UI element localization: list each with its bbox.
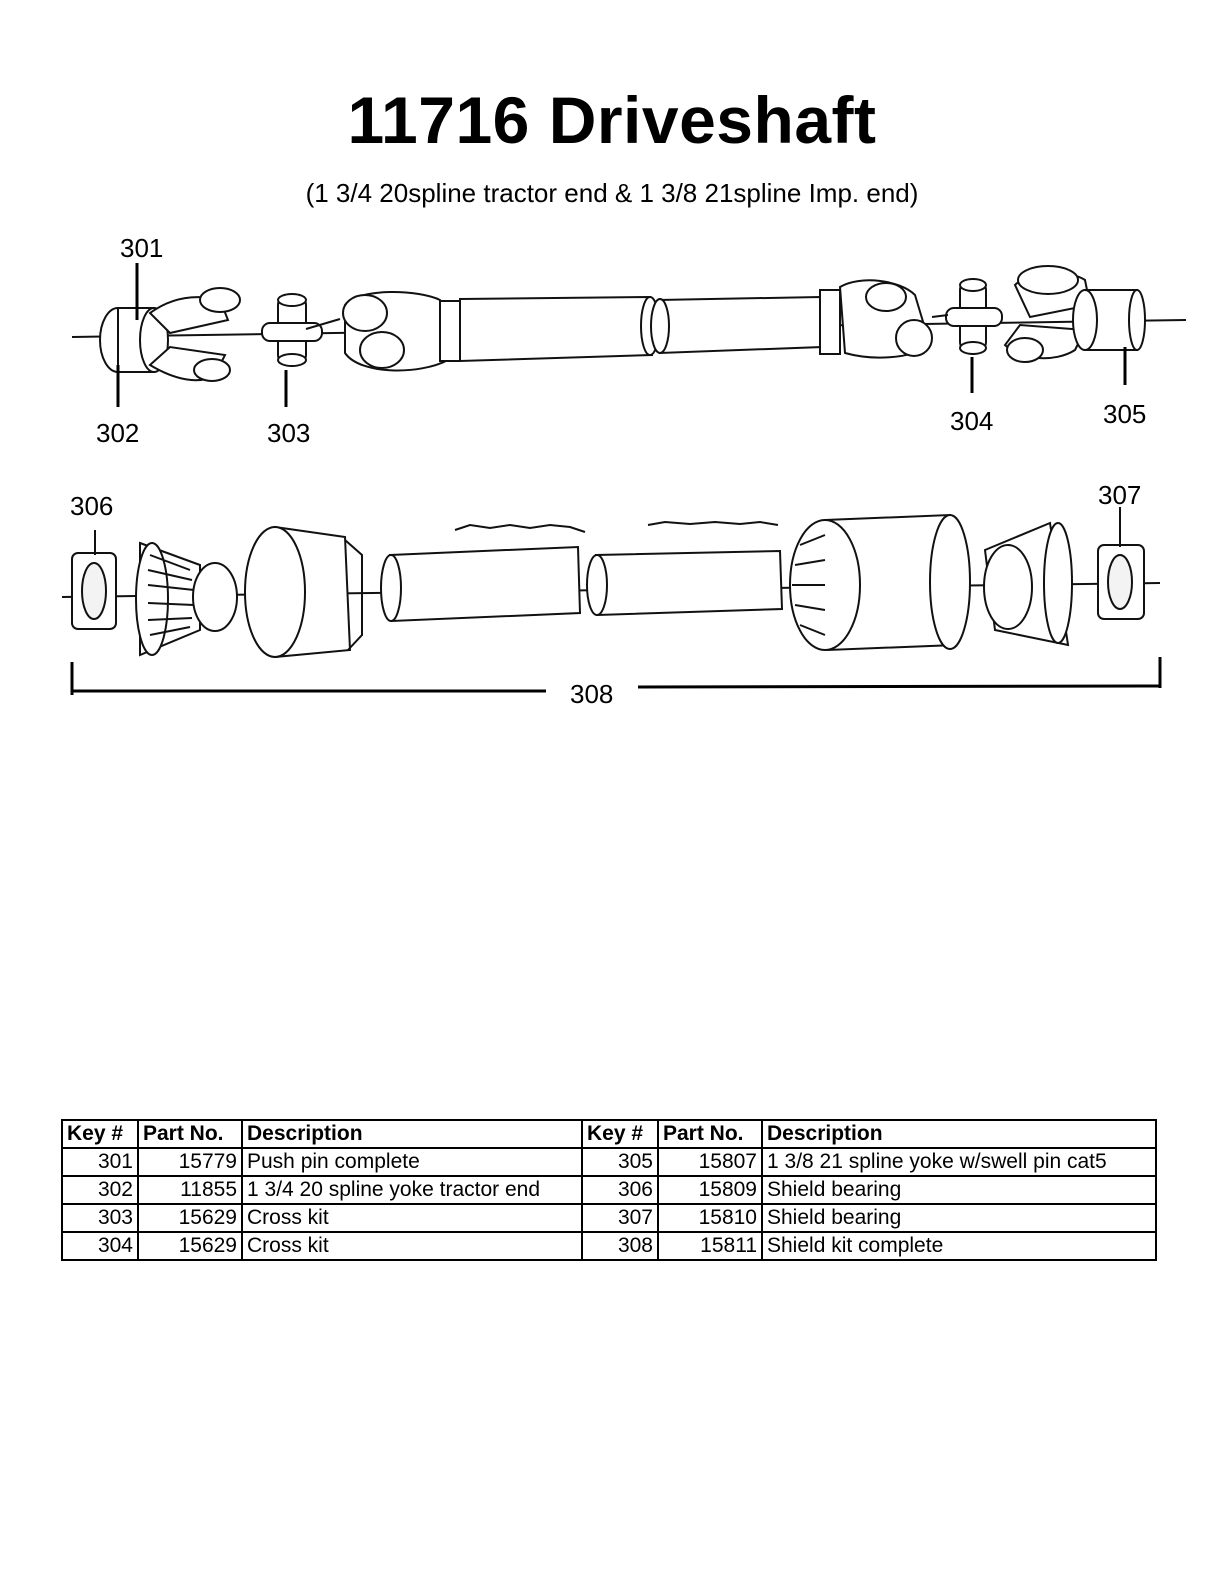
inner-tube bbox=[650, 289, 841, 355]
description-cell: 1 3/8 21 spline yoke w/swell pin cat5 bbox=[761, 1147, 1157, 1177]
key-cell: 308 bbox=[581, 1231, 659, 1261]
callout-308: 308 bbox=[570, 679, 613, 709]
key-cell: 302 bbox=[61, 1175, 139, 1205]
header-description-1: Description bbox=[241, 1119, 583, 1149]
inner-yoke-tube bbox=[342, 291, 660, 372]
key-cell: 307 bbox=[581, 1203, 659, 1233]
key-cell: 304 bbox=[61, 1231, 139, 1261]
shield-kit-assembly: 306 307 308 bbox=[61, 480, 1162, 709]
description-cell: Shield bearing bbox=[761, 1203, 1157, 1233]
shield-bearing-307 bbox=[1097, 507, 1145, 620]
header-part-no-1: Part No. bbox=[137, 1119, 243, 1149]
implement-yoke-305 bbox=[1003, 265, 1146, 363]
shield-cone-left bbox=[135, 541, 238, 657]
shield-bearing-306 bbox=[71, 530, 117, 630]
description-cell: 1 3/4 20 spline yoke tractor end bbox=[241, 1175, 583, 1205]
description-cell: Cross kit bbox=[241, 1231, 583, 1261]
description-cell: Push pin complete bbox=[241, 1147, 583, 1177]
page-subtitle: (1 3/4 20spline tractor end & 1 3/8 21sp… bbox=[305, 178, 919, 208]
outer-shield-tube bbox=[380, 523, 586, 623]
shield-bell-left bbox=[244, 525, 363, 659]
description-cell: Cross kit bbox=[241, 1203, 583, 1233]
description-cell: Shield bearing bbox=[761, 1175, 1157, 1205]
key-cell: 301 bbox=[61, 1147, 139, 1177]
header-key-1: Key # bbox=[61, 1119, 139, 1149]
inner-shield-tube bbox=[586, 520, 784, 617]
table-row: 304 15629 Cross kit 308 15811 Shield kit… bbox=[61, 1231, 1157, 1261]
cross-kit-304 bbox=[931, 278, 1003, 355]
header-part-no-2: Part No. bbox=[657, 1119, 763, 1149]
implement-inner-yoke bbox=[838, 279, 933, 359]
part-no-cell: 15629 bbox=[137, 1203, 243, 1233]
part-no-cell: 11855 bbox=[137, 1175, 243, 1205]
parts-table: Key # Part No. Description Key # Part No… bbox=[61, 1119, 1157, 1261]
cross-kit-303 bbox=[261, 293, 341, 367]
callout-305: 305 bbox=[1103, 399, 1146, 429]
callout-303: 303 bbox=[267, 418, 310, 448]
shield-bell-right bbox=[789, 513, 971, 652]
description-cell: Shield kit complete bbox=[761, 1231, 1157, 1261]
exploded-parts-diagram: 301 302 303 304 305 bbox=[61, 233, 1187, 709]
part-no-cell: 15807 bbox=[657, 1147, 763, 1177]
callout-302: 302 bbox=[96, 418, 139, 448]
table-header-row: Key # Part No. Description Key # Part No… bbox=[61, 1119, 1157, 1149]
shield-cone-right bbox=[983, 521, 1073, 647]
part-no-cell: 15811 bbox=[657, 1231, 763, 1261]
part-no-cell: 15779 bbox=[137, 1147, 243, 1177]
callout-306: 306 bbox=[70, 491, 113, 521]
part-no-cell: 15629 bbox=[137, 1231, 243, 1261]
driveline-assembly: 301 302 303 304 305 bbox=[71, 233, 1187, 448]
page-title: 11716 Driveshaft bbox=[347, 83, 877, 157]
callout-301: 301 bbox=[120, 233, 163, 263]
key-cell: 305 bbox=[581, 1147, 659, 1177]
table-row: 303 15629 Cross kit 307 15810 Shield bea… bbox=[61, 1203, 1157, 1233]
key-cell: 306 bbox=[581, 1175, 659, 1205]
callout-307: 307 bbox=[1098, 480, 1141, 510]
callout-304: 304 bbox=[950, 406, 993, 436]
part-no-cell: 15809 bbox=[657, 1175, 763, 1205]
table-row: 302 11855 1 3/4 20 spline yoke tractor e… bbox=[61, 1175, 1157, 1205]
part-no-cell: 15810 bbox=[657, 1203, 763, 1233]
key-cell: 303 bbox=[61, 1203, 139, 1233]
header-description-2: Description bbox=[761, 1119, 1157, 1149]
table-row: 301 15779 Push pin complete 305 15807 1 … bbox=[61, 1147, 1157, 1177]
header-key-2: Key # bbox=[581, 1119, 659, 1149]
